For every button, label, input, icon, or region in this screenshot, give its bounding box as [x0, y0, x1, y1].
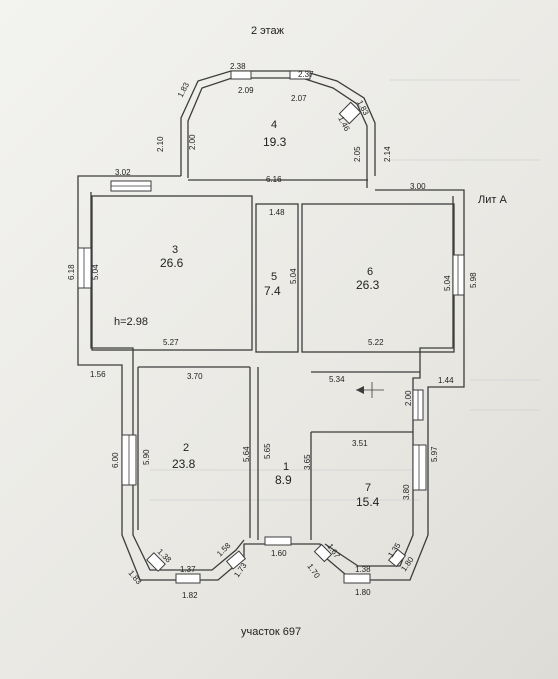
window-room7-bay [343, 573, 371, 584]
room-number: 5 [271, 271, 277, 283]
window-room3 [77, 247, 92, 289]
window-room2-bay-diag [225, 550, 247, 570]
room-area: 26.3 [356, 278, 380, 292]
dimension: 2.37 [298, 70, 314, 79]
room-area: 23.8 [172, 457, 196, 471]
building-label: Лит А [478, 194, 507, 206]
dimension: 5.34 [329, 375, 345, 384]
partitions [91, 179, 455, 540]
window-bay-1 [230, 70, 252, 80]
dimension: 6.16 [266, 175, 282, 184]
dimension: 3.51 [352, 439, 368, 448]
dimension: 1.60 [271, 549, 287, 558]
dimension: 5.04 [289, 268, 298, 284]
room-number: 6 [367, 266, 373, 278]
window-room7-bay-diag-r [387, 548, 407, 568]
room-area: 15.4 [356, 495, 380, 509]
entry-arrow-icon [356, 382, 384, 398]
dimension: 1.48 [269, 208, 285, 217]
dimension: 3.02 [115, 168, 131, 177]
lot-label: участок 697 [241, 626, 301, 638]
dimension: 3.00 [410, 182, 426, 191]
dimension: 5.97 [430, 446, 439, 462]
dimension: 5.04 [443, 275, 452, 291]
dimension: 5.64 [242, 446, 251, 462]
dimension: 2.00 [404, 390, 413, 406]
floor-title: 2 этаж [251, 25, 285, 37]
dimension: 1.58 [215, 541, 233, 559]
room-area: 19.3 [263, 135, 287, 149]
dimension: 6.18 [67, 264, 76, 280]
dimension: 2.10 [156, 136, 165, 152]
dimension: 1.44 [438, 376, 454, 385]
room-number: 3 [172, 244, 178, 256]
dimension: 5.90 [142, 449, 151, 465]
dimension: 1.83 [176, 80, 192, 98]
window-room7-bay-diag-l [313, 543, 333, 563]
dimension: 2.00 [188, 134, 197, 150]
room-number: 4 [271, 119, 277, 131]
dimension: 1.56 [90, 370, 106, 379]
dimension: 1.82 [182, 591, 198, 600]
dimension: 1.38 [355, 565, 371, 574]
dimension: 1.83 [126, 569, 143, 587]
dimension: 6.00 [111, 452, 120, 468]
room-number: 7 [365, 482, 371, 494]
door-bottom [264, 536, 292, 546]
room-number: 2 [183, 442, 189, 454]
window-bay-3 [338, 101, 362, 125]
window-room2-bay-diag-l [146, 552, 166, 572]
dimension: 3.65 [303, 454, 312, 470]
dimension: 5.65 [263, 443, 272, 459]
room-area: 26.6 [160, 256, 184, 270]
dimension: 2.07 [291, 94, 307, 103]
window-bay-2 [289, 70, 311, 80]
dimension: 1.37 [180, 565, 196, 574]
window-room7 [412, 444, 427, 491]
dimension: 5.27 [163, 338, 179, 347]
dimension: 2.05 [353, 146, 362, 162]
dimension: 5.04 [91, 264, 100, 280]
dimension: 2.09 [238, 86, 254, 95]
window-room2-bay [175, 573, 201, 584]
dimension: 3.80 [402, 484, 411, 500]
windows [77, 70, 465, 584]
dimension: 3.70 [187, 372, 203, 381]
room-number: 1 [283, 461, 289, 473]
window-room6 [452, 254, 465, 296]
room-area: 7.4 [264, 284, 281, 298]
dimension: 2.38 [230, 62, 246, 71]
ceiling-height: h=2.98 [114, 316, 148, 328]
dimension: 5.22 [368, 338, 384, 347]
dimension: 1.70 [305, 562, 322, 580]
room-area: 8.9 [275, 473, 292, 487]
dimension: 2.14 [383, 146, 392, 162]
dimension: 5.98 [469, 272, 478, 288]
background-bleed [150, 79, 540, 501]
dimension: 1.80 [355, 588, 371, 597]
